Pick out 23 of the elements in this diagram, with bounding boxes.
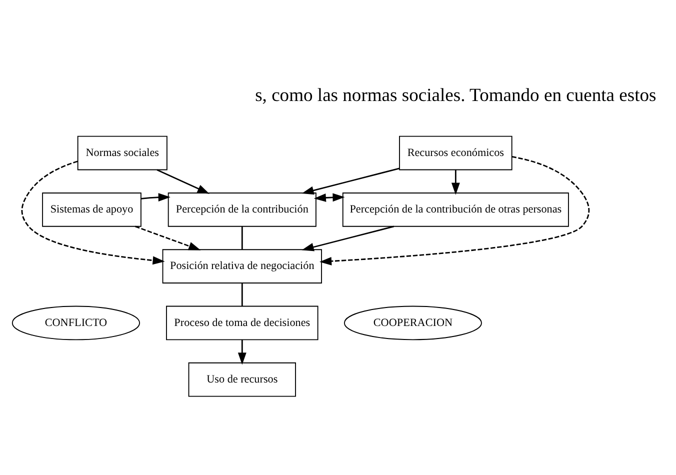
node-box: Recursos económicos — [399, 135, 512, 170]
label: s, como las normas sociales. Tomando en cuenta estos — [255, 84, 656, 106]
node-box: Sistemas de apoyo — [42, 192, 142, 226]
arrow — [141, 192, 170, 202]
arrow — [156, 168, 210, 194]
node-box: Normas sociales — [77, 135, 168, 170]
node-box: Proceso de toma de decisiones — [166, 305, 318, 340]
arrow — [451, 169, 460, 194]
node-ellipse: CONFLICTO — [12, 305, 140, 340]
arrow — [314, 192, 345, 202]
arrow — [302, 225, 394, 251]
arrow — [238, 339, 246, 364]
node-ellipse: COOPERACION — [344, 305, 482, 340]
arrow — [135, 225, 201, 250]
arrow — [302, 167, 400, 194]
node-box: Posición relativa de negociación — [162, 248, 322, 283]
node-box: Percepción de la contribución — [168, 192, 316, 226]
node-box: Uso de recursos — [188, 362, 296, 396]
arrow — [21, 160, 165, 264]
connector — [241, 282, 243, 306]
arrow — [319, 156, 590, 265]
node-box: Percepción de la contribución de otras personas — [342, 192, 569, 226]
connector — [241, 226, 243, 249]
